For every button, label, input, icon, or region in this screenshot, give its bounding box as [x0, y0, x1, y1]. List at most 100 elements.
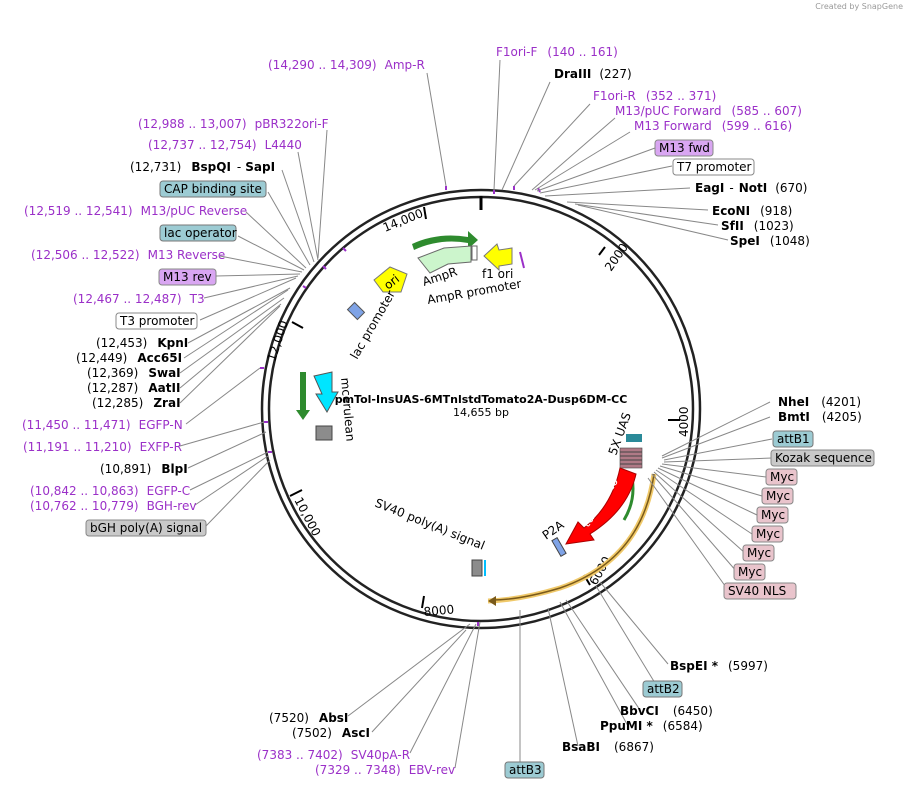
- label-absi[interactable]: (7520)AbsI: [269, 711, 348, 725]
- box-myc-6[interactable]: [733, 563, 766, 581]
- box-myc-5[interactable]: [742, 544, 775, 562]
- label-sv40pa-r[interactable]: (7383 .. 7402)SV40pA-R: [257, 748, 410, 762]
- box-attb2-text: attB2: [647, 682, 680, 696]
- box-kozak-sequence[interactable]: [770, 449, 875, 467]
- label-zrai[interactable]: (12,285)ZraI: [92, 396, 181, 410]
- box-sv40-nls[interactable]: [723, 582, 797, 600]
- p2a-feature[interactable]: [551, 537, 567, 557]
- box-myc-2-text: Myc: [766, 489, 790, 503]
- tdtomato-feature[interactable]: [565, 467, 637, 545]
- box-m13-fwd[interactable]: [654, 139, 714, 157]
- label-kpni[interactable]: (12,453)KpnI: [96, 336, 188, 350]
- box-myc-1[interactable]: [765, 468, 798, 486]
- label-exfp-r[interactable]: (11,191 .. 11,210)EXFP-R: [23, 440, 182, 454]
- label-egfp-c[interactable]: (10,842 .. 10,863)EGFP-C: [30, 484, 190, 498]
- mcerulean-feature[interactable]: [313, 371, 339, 413]
- label-ppumi[interactable]: PpuMI *(6584): [600, 719, 703, 733]
- box-t7-promoter-text: T7 promoter: [676, 160, 752, 174]
- label-ebv-rev[interactable]: (7329 .. 7348)EBV-rev: [315, 763, 455, 777]
- sv40-orf-arrow-head: [488, 596, 496, 606]
- label-blpi[interactable]: (10,891)BlpI: [100, 462, 188, 476]
- ampr-feature[interactable]: [417, 245, 472, 274]
- box-cap-binding-site[interactable]: [159, 180, 267, 198]
- box-lac-operator[interactable]: [159, 224, 237, 242]
- label-bgh-rev[interactable]: (10,762 .. 10,779)BGH-rev: [30, 499, 196, 513]
- plasmid-size: 14,655 bp: [453, 406, 509, 419]
- f1-ori-feature[interactable]: [483, 243, 513, 272]
- label-pbr322ori-f[interactable]: (12,988 .. 13,007)pBR322ori-F: [138, 117, 329, 131]
- f1-ori-label: f1 ori: [482, 267, 513, 281]
- label-m13puc-forward[interactable]: M13/pUC Forward(585 .. 607): [615, 104, 802, 118]
- sv40-orf-arrow: [491, 473, 655, 601]
- label-sfii[interactable]: SfII(1023): [721, 219, 794, 233]
- label-acc65i[interactable]: (12,449)Acc65I: [76, 351, 182, 365]
- label-swai[interactable]: (12,369)SwaI: [87, 366, 181, 380]
- plasmid-name: pmTol-InsUAS-6MTnlstdTomato2A-Dusp6DM-CC: [335, 393, 628, 406]
- label-spei[interactable]: SpeI(1048): [730, 234, 810, 248]
- label-draiii[interactable]: DraIII(227): [554, 67, 632, 81]
- box-attb2[interactable]: [642, 680, 683, 698]
- box-m13-rev[interactable]: [158, 268, 217, 286]
- label-bbvci[interactable]: BbvCI(6450): [620, 704, 713, 718]
- label-asci[interactable]: (7502)AscI: [292, 726, 370, 740]
- bgh-polya-feature[interactable]: [315, 425, 333, 441]
- label-f1ori-f[interactable]: F1ori-F(140 .. 161): [496, 45, 618, 59]
- uas-repeats: [619, 447, 643, 469]
- label-aatii[interactable]: (12,287)AatII: [87, 381, 180, 395]
- box-cap-binding-site-text: CAP binding site: [164, 182, 262, 196]
- box-myc-4-text: Myc: [756, 527, 780, 541]
- label-l4440[interactable]: (12,737 .. 12,754)L4440: [148, 138, 302, 152]
- box-myc-1-text: Myc: [770, 470, 794, 484]
- box-lac-operator-text: lac operator: [164, 226, 237, 240]
- box-attb3[interactable]: [504, 761, 545, 779]
- label-m13-reverse[interactable]: (12,506 .. 12,522)M13 Reverse: [31, 248, 225, 262]
- label-econi[interactable]: EcoNI(918): [712, 204, 792, 218]
- label-nhei[interactable]: NheI(4201): [778, 395, 861, 409]
- tick-marks: [289, 206, 680, 609]
- box-myc-2[interactable]: [761, 487, 794, 505]
- box-myc-6-text: Myc: [738, 565, 762, 579]
- box-bgh-polya-signal-text: bGH poly(A) signal: [90, 521, 202, 535]
- box-myc-3[interactable]: [756, 506, 789, 524]
- p2a-label: P2A: [540, 517, 568, 542]
- snapgene-credit: Created by SnapGene: [815, 2, 903, 11]
- box-myc-3-text: Myc: [761, 508, 785, 522]
- sv40-polya-feature[interactable]: [471, 559, 483, 577]
- ampr-direction-arrow: [412, 231, 478, 250]
- box-attb1[interactable]: [772, 430, 814, 448]
- mcerulean-label: mcerulean: [338, 377, 358, 442]
- box-kozak-sequence-text: Kozak sequence: [775, 451, 872, 465]
- box-sv40-nls-text: SV40 NLS: [728, 584, 786, 598]
- label-t3[interactable]: (12,467 .. 12,487)T3: [73, 292, 205, 306]
- box-attb1-text: attB1: [777, 432, 810, 446]
- uas-feature-block[interactable]: [626, 434, 642, 442]
- label-bspei[interactable]: BspEI *(5997): [670, 659, 768, 673]
- box-attb3-text: attB3: [509, 763, 542, 777]
- label-bspqi-sapi[interactable]: (12,731)BspQI-SapI: [130, 160, 275, 174]
- ampr-promoter-feature[interactable]: [471, 245, 478, 261]
- label-egfp-n[interactable]: (11,450 .. 11,471)EGFP-N: [22, 418, 183, 432]
- box-t7-promoter[interactable]: [672, 158, 755, 176]
- box-myc-4[interactable]: [751, 525, 784, 543]
- ori-feature[interactable]: [373, 266, 408, 293]
- primer-ticks: [260, 186, 541, 626]
- box-m13-fwd-text: M13 fwd: [659, 141, 710, 155]
- label-eagi-noti[interactable]: EagI-NotI(670): [695, 181, 807, 195]
- label-m13-forward[interactable]: M13 Forward(599 .. 616): [634, 119, 792, 133]
- box-myc-5-text: Myc: [747, 546, 771, 560]
- label-bmti[interactable]: BmtI(4205): [778, 410, 862, 424]
- box-m13-rev-text: M13 rev: [163, 270, 212, 284]
- box-t3-promoter-text: T3 promoter: [119, 314, 195, 328]
- box-t3-promoter[interactable]: [115, 312, 198, 330]
- sv40-polya-label: SV40 poly(A) signal: [373, 496, 487, 553]
- label-bsabi[interactable]: BsaBI(6867): [562, 740, 654, 754]
- box-bgh-polya-signal[interactable]: [85, 519, 207, 537]
- label-amp-r[interactable]: (14,290 .. 14,309)Amp-R: [268, 58, 425, 72]
- mcerulean-direction-arrow: [296, 372, 310, 420]
- label-m13puc-reverse[interactable]: (12,519 .. 12,541)M13/pUC Reverse: [24, 204, 247, 218]
- backbone-outer: [260, 188, 702, 630]
- lac-promoter-label: lac promoter: [347, 288, 398, 362]
- label-f1ori-r[interactable]: F1ori-R(352 .. 371): [593, 89, 716, 103]
- tick-label-12000: 12,000: [265, 319, 291, 363]
